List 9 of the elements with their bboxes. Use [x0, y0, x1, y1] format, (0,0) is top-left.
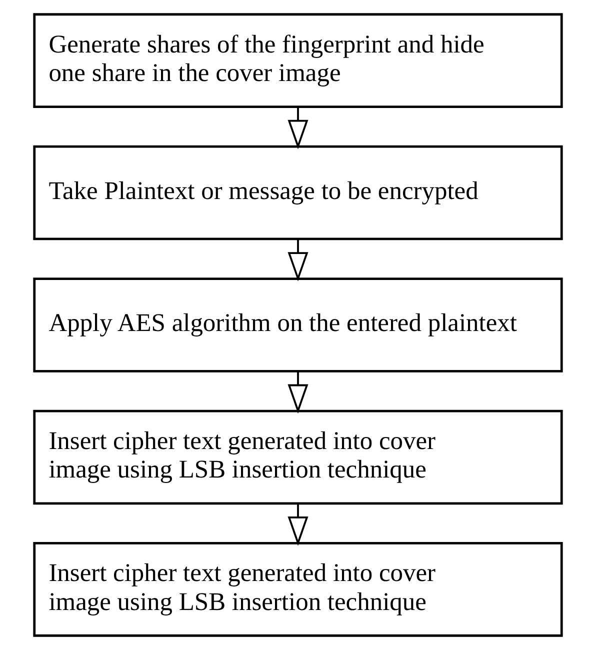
node-box: Take Plaintext or message to be encrypted [32, 145, 562, 240]
arrow [287, 240, 308, 282]
node-box: Insert cipher text generated into cover image using LSB insertion technique [32, 542, 562, 637]
node-box: Insert cipher text generated into cover image using LSB insertion technique [32, 410, 562, 505]
arrow [287, 504, 308, 546]
arrow [287, 372, 308, 414]
arrow [287, 107, 308, 150]
node-box: Generate shares of the fingerprint and hide one share in the cover image [32, 13, 562, 108]
node-box: Apply AES algorithm on the entered plaintext [32, 278, 562, 372]
